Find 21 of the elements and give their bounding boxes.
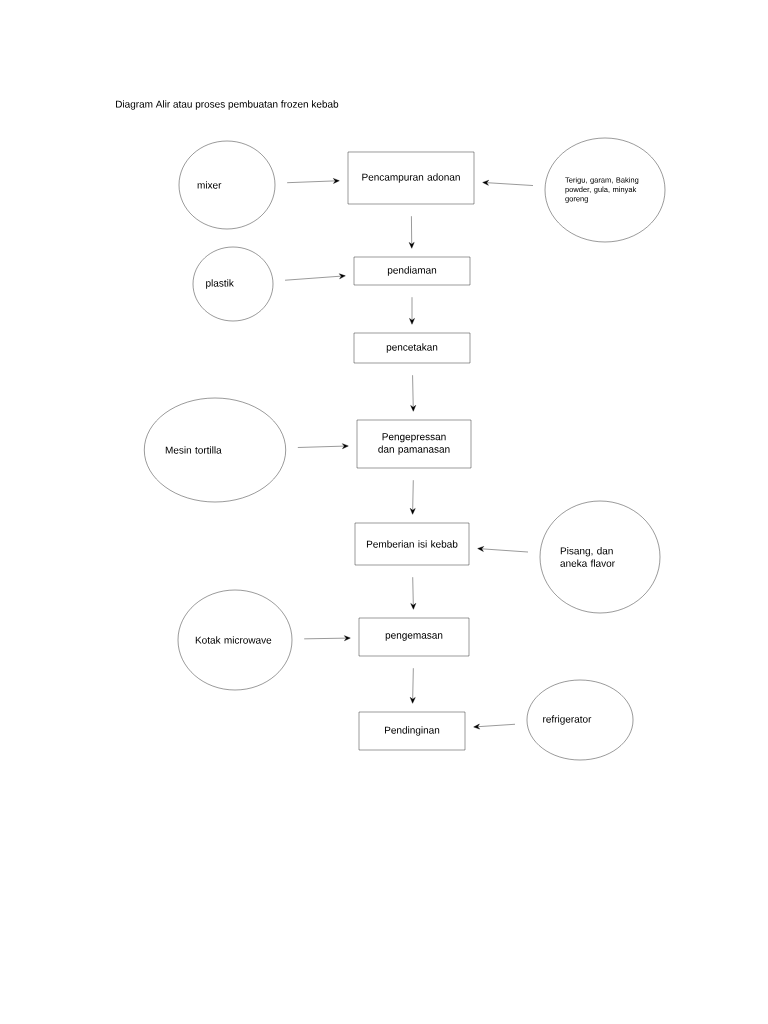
arrow [409,297,415,325]
process-box: pengemasan [358,617,470,657]
process-box: pencetakan [353,332,471,364]
arrow [477,546,529,553]
arrow [297,443,349,449]
arrow [410,577,416,610]
arrow [473,723,516,730]
process-box: Pencampuran adonan [347,151,475,205]
arrow [284,273,346,281]
process-box: Pengepressan dan pamanasan [356,419,472,469]
process-box: Pemberian isi kebab [354,522,470,566]
arrow [410,668,416,704]
title: Diagram Alir atau proses pembuatan frozen kebab [116,100,339,110]
arrow [410,480,416,515]
arrow [304,635,351,641]
process-box: Pendinginan [358,711,466,751]
arrow [410,375,416,412]
arrow [482,180,534,186]
arrow [286,178,340,184]
process-box: pendiaman [353,256,471,286]
arrow [408,216,415,249]
